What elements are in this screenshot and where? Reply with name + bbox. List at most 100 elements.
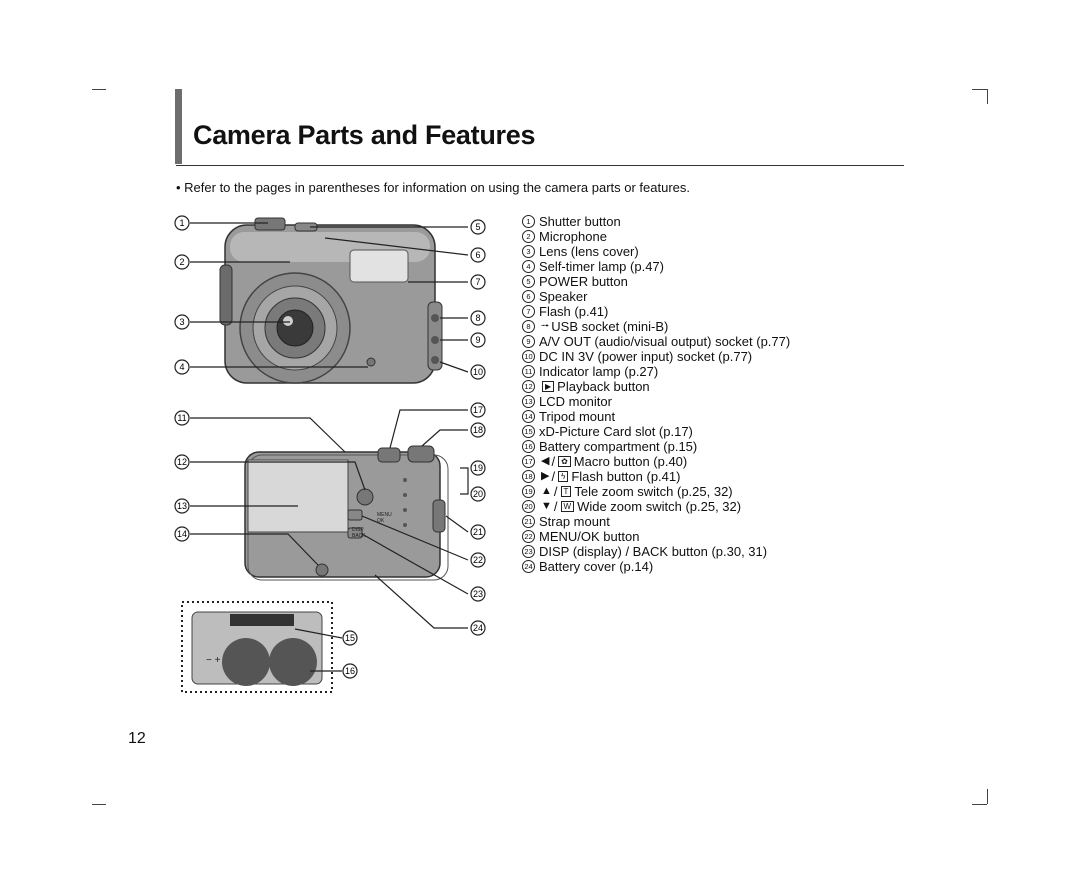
part-label: Battery cover (p.14) [539, 559, 654, 574]
part-label: MENU/OK button [539, 529, 640, 544]
callout-circle [470, 552, 486, 568]
callout-label: 5 [475, 222, 480, 232]
part-label: Flash (p.41) [539, 304, 609, 319]
crop-mark [987, 789, 988, 804]
down-arrow-icon: ▼ [541, 500, 552, 512]
disp-mark: DISP [352, 527, 364, 533]
parts-list-item: 17◀ / ✿Macro button (p.40) [522, 454, 790, 469]
page-title: Camera Parts and Features [193, 120, 536, 150]
callout-circle [470, 332, 486, 348]
up-arrow-icon: ▲ [541, 485, 552, 497]
camera-diagram: MENU OK DISP BACK − + [174, 215, 486, 693]
callout-circle [470, 586, 486, 602]
callout-label: 24 [473, 623, 483, 633]
parts-list-item: 21 Strap mount [522, 514, 790, 529]
callout-label: 8 [475, 313, 480, 323]
callout-number: 11 [522, 365, 535, 378]
callout-number: 21 [522, 515, 535, 528]
callout-label: 18 [473, 425, 483, 435]
menu-ok-mark: MENU [377, 512, 392, 518]
parts-list-item: 7 Flash (p.41) [522, 304, 790, 319]
callout-number: 9 [522, 335, 535, 348]
callout-label: 12 [177, 457, 187, 467]
svg-text:− +: − + [206, 655, 221, 666]
callout-label: 17 [473, 405, 483, 415]
callout-circle [470, 620, 486, 636]
playback-icon: ▶ [542, 381, 555, 392]
callout-circle [470, 247, 486, 263]
callout-lines [190, 222, 469, 672]
callout-number: 2 [522, 230, 535, 243]
callout-number: 16 [522, 440, 535, 453]
callout-number: 23 [522, 545, 535, 558]
camera-back-view: MENU OK DISP BACK [244, 445, 449, 581]
callout-circle [342, 630, 358, 646]
parts-list-item: 8⭬USB socket (mini-B) [522, 319, 790, 334]
callout-label: 4 [179, 362, 184, 372]
callout-number: 10 [522, 350, 535, 363]
part-label: DISP (display) / BACK button (p.30, 31) [539, 544, 768, 559]
part-label: DC IN 3V (power input) socket (p.77) [539, 349, 753, 364]
part-label: Shutter button [539, 214, 621, 229]
part-label: Speaker [539, 289, 588, 304]
part-label: Playback button [557, 379, 650, 394]
parts-list-item: 10 DC IN 3V (power input) socket (p.77) [522, 349, 790, 364]
callout-circle [470, 486, 486, 502]
callout-circle [174, 254, 190, 270]
callout-circle [470, 460, 486, 476]
parts-list-item: 16 Battery compartment (p.15) [522, 439, 790, 454]
callout-number: 22 [522, 530, 535, 543]
callout-circle [470, 310, 486, 326]
separator: / [553, 499, 558, 514]
callout-circle [342, 663, 358, 679]
part-label: Macro button (p.40) [573, 454, 688, 469]
callout-circle [470, 274, 486, 290]
separator: / [551, 454, 556, 469]
callout-number: 12 [522, 380, 535, 393]
part-label: POWER button [539, 274, 628, 289]
part-label: Indicator lamp (p.27) [539, 364, 659, 379]
callout-label: 16 [345, 666, 355, 676]
callout-circle [174, 526, 190, 542]
part-label: USB socket (mini-B) [551, 319, 669, 334]
callout-circle [470, 524, 486, 540]
callout-label: 15 [345, 633, 355, 643]
page-number: 12 [128, 730, 146, 747]
callout-label: 11 [177, 413, 186, 423]
callout-label: 10 [473, 367, 483, 377]
callout-number: 8 [522, 320, 535, 333]
crop-mark [972, 804, 987, 805]
callout-label: 2 [179, 257, 184, 267]
callout-number: 19 [522, 485, 535, 498]
callout-number: 5 [522, 275, 535, 288]
crop-mark [987, 89, 988, 104]
callout-label: 3 [179, 317, 184, 327]
parts-list-item: 12 ▶Playback button [522, 379, 790, 394]
separator: / [551, 469, 556, 484]
macro-icon: ✿ [558, 456, 571, 467]
right-arrow-icon: ▶ [541, 470, 550, 482]
ok-mark: OK [377, 518, 385, 524]
parts-list-item: 22 MENU/OK button [522, 529, 790, 544]
callout-number: 6 [522, 290, 535, 303]
part-label: Strap mount [539, 514, 610, 529]
part-label: Battery compartment (p.15) [539, 439, 698, 454]
part-label: Tele zoom switch (p.25, 32) [574, 484, 733, 499]
title-rule [176, 165, 904, 166]
callout-number: 15 [522, 425, 535, 438]
callout-label: 1 [179, 218, 184, 228]
callout-number: 14 [522, 410, 535, 423]
battery-compartment-view: − + [181, 601, 333, 693]
parts-list-item: 6 Speaker [522, 289, 790, 304]
callout-number: 7 [522, 305, 535, 318]
intro-text: • Refer to the pages in parentheses for … [176, 180, 691, 195]
flash-icon: ϟ [558, 471, 569, 482]
